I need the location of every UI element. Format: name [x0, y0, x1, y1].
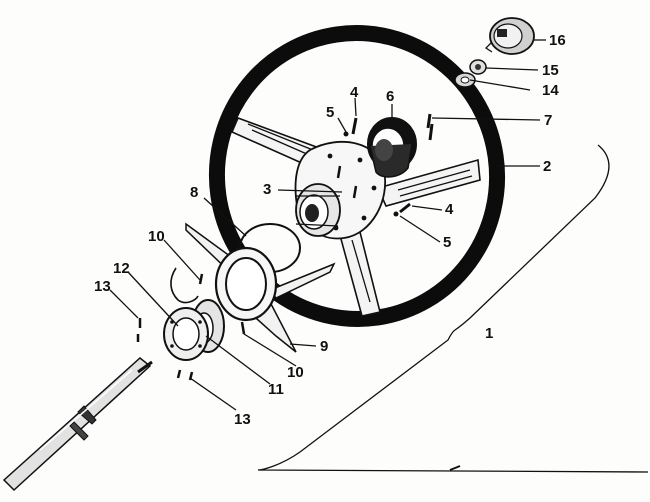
lower-assembly: [136, 222, 336, 381]
callout-4-lower: 4: [445, 201, 454, 218]
callout-1: 1: [485, 325, 493, 342]
callout-5-lower: 5: [443, 234, 451, 251]
steering-shaft: [2, 357, 153, 492]
steering-wheel: [208, 25, 506, 327]
callout-2: 2: [543, 158, 551, 175]
callout-10-upper: 10: [148, 228, 165, 245]
wheel-rim-grip: [225, 41, 489, 311]
horn-sleeve: [367, 117, 417, 178]
horn-button: [454, 17, 535, 88]
callout-labels: 1 2 3 4 4 5 5 6 7 8 9 10 10 11 12 13 13 …: [94, 32, 566, 428]
callout-12: 12: [113, 260, 130, 277]
screws-upper: [336, 113, 434, 217]
callout-10-lower: 10: [287, 364, 304, 381]
mark: [449, 465, 461, 471]
leader-lines: [109, 39, 546, 411]
callout-16: 16: [549, 32, 566, 49]
spring-10: [170, 267, 199, 304]
callout-7: 7: [544, 112, 552, 129]
callout-5-upper: 5: [326, 104, 334, 121]
callout-4-upper: 4: [350, 84, 359, 101]
callout-15: 15: [542, 62, 559, 79]
callout-13-lower: 13: [234, 411, 251, 428]
callout-6: 6: [386, 88, 394, 105]
assembly-bracket: [257, 144, 649, 473]
wheel-rim-outer: [208, 25, 506, 327]
callout-3: 3: [263, 181, 271, 198]
callout-13-upper: 13: [94, 278, 111, 295]
callout-14: 14: [542, 82, 559, 99]
callout-9: 9: [320, 338, 328, 355]
callout-11: 11: [268, 381, 284, 398]
callout-8: 8: [190, 184, 198, 201]
